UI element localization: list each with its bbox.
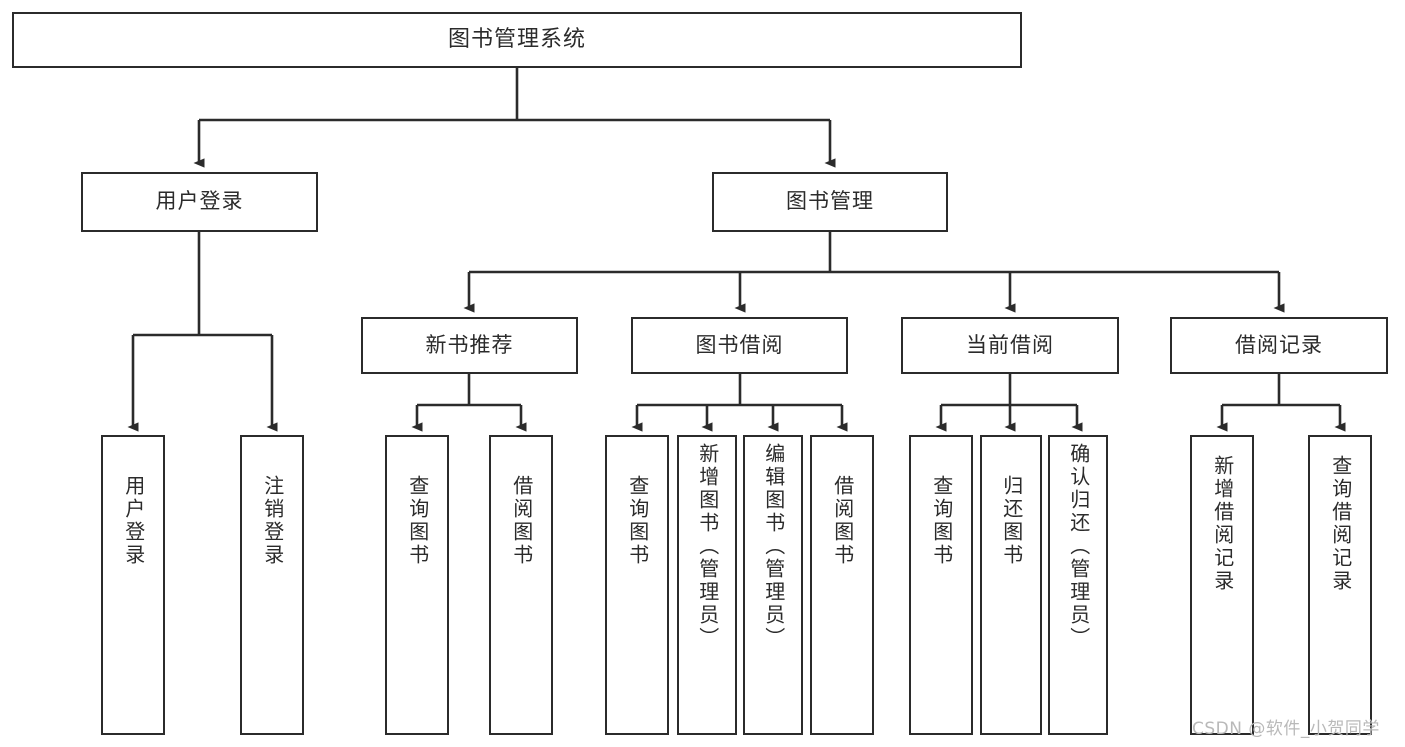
leaf-current-borrow-return-book[interactable]: 归还图书	[980, 435, 1042, 735]
leaf-current-borrow-confirm-return-admin[interactable]: 确认归还（管理员）	[1048, 435, 1108, 735]
leaf-user-login-logout[interactable]: 注销登录	[240, 435, 304, 735]
node-label: 查询图书	[405, 475, 430, 567]
leaf-new-book-query-book[interactable]: 查询图书	[385, 435, 449, 735]
leaf-user-login-login[interactable]: 用户登录	[101, 435, 165, 735]
csdn-watermark: CSDN @软件_小贺同学	[1192, 719, 1380, 739]
leaf-book-borrow-edit-book-admin[interactable]: 编辑图书（管理员）	[743, 435, 803, 735]
leaf-book-borrow-add-book-admin[interactable]: 新增图书（管理员）	[677, 435, 737, 735]
node-label: 新书推荐	[425, 332, 514, 357]
node-label: 当前借阅	[966, 332, 1054, 357]
node-label: 用户登录	[155, 189, 244, 214]
node-label: 归还图书	[999, 475, 1024, 567]
node-label: 新增图书（管理员）	[695, 443, 720, 650]
node-borrow-records[interactable]: 借阅记录	[1170, 317, 1388, 374]
node-label: 查询借阅记录	[1328, 455, 1353, 593]
node-user-login[interactable]: 用户登录	[81, 172, 318, 232]
node-label: 借阅记录	[1235, 332, 1323, 357]
node-book-management[interactable]: 图书管理	[712, 172, 948, 232]
leaf-new-book-borrow-book[interactable]: 借阅图书	[489, 435, 553, 735]
leaf-borrow-records-query-record[interactable]: 查询借阅记录	[1308, 435, 1372, 735]
node-label: 借阅图书	[509, 475, 534, 567]
node-label: 查询图书	[929, 475, 954, 567]
leaf-book-borrow-query-book[interactable]: 查询图书	[605, 435, 669, 735]
node-root-book-management-system[interactable]: 图书管理系统	[12, 12, 1022, 68]
leaf-book-borrow-borrow-book[interactable]: 借阅图书	[810, 435, 874, 735]
node-label: 用户登录	[121, 475, 146, 567]
node-label: 查询图书	[625, 475, 650, 567]
node-label: 新增借阅记录	[1210, 455, 1235, 593]
node-new-book-recommend[interactable]: 新书推荐	[361, 317, 578, 374]
node-label: 借阅图书	[830, 475, 855, 567]
node-label: 图书借阅	[695, 332, 784, 357]
node-label: 注销登录	[260, 475, 285, 567]
leaf-current-borrow-query-book[interactable]: 查询图书	[909, 435, 973, 735]
node-current-borrow[interactable]: 当前借阅	[901, 317, 1119, 374]
node-label: 确认归还（管理员）	[1066, 443, 1091, 650]
node-label: 编辑图书（管理员）	[761, 443, 786, 650]
leaf-borrow-records-add-record[interactable]: 新增借阅记录	[1190, 435, 1254, 735]
node-book-borrow[interactable]: 图书借阅	[631, 317, 848, 374]
node-label: 图书管理	[786, 189, 874, 214]
node-label: 图书管理系统	[447, 26, 586, 52]
